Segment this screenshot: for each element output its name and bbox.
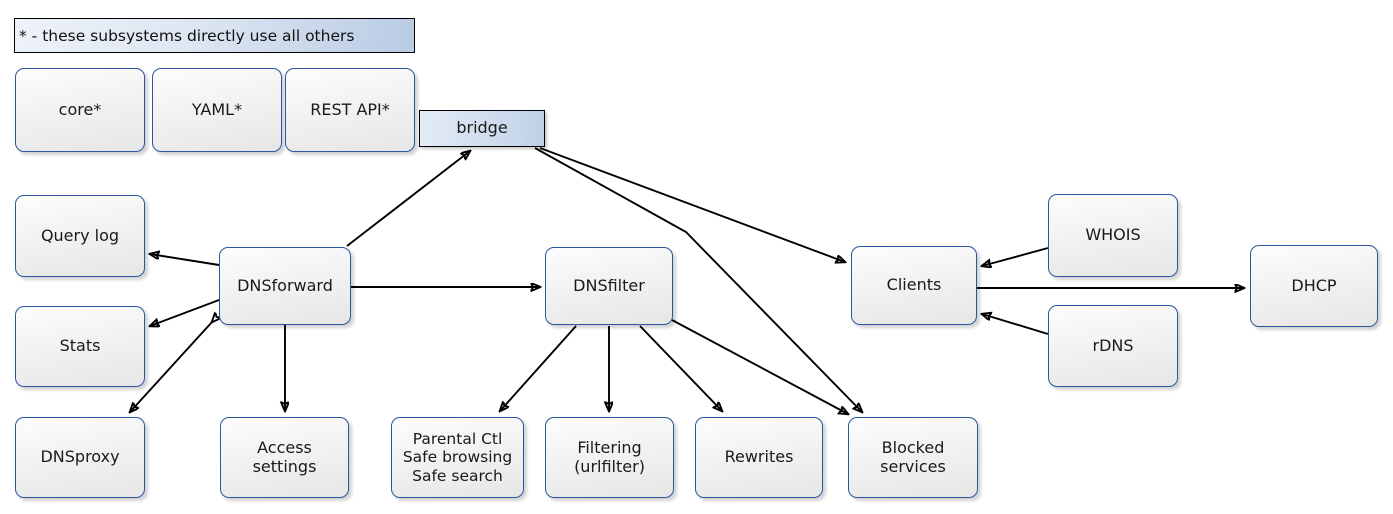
edge-rdns-clients <box>982 314 1049 335</box>
node-rest-api[interactable]: REST API* <box>285 68 415 152</box>
node-rdns[interactable]: rDNS <box>1048 305 1178 387</box>
edge-dnsfilter-rewrites <box>639 325 722 411</box>
edge-dnsforward-stats <box>150 299 220 326</box>
node-stats[interactable]: Stats <box>15 306 145 387</box>
node-dhcp[interactable]: DHCP <box>1250 245 1378 327</box>
node-access-settings[interactable]: Access settings <box>220 417 349 498</box>
node-blocked-services[interactable]: Blocked services <box>848 417 978 498</box>
node-core[interactable]: core* <box>15 68 145 152</box>
node-dnsfilter[interactable]: DNSfilter <box>545 247 673 325</box>
legend-text: * - these subsystems directly use all ot… <box>19 26 355 45</box>
node-rewrites[interactable]: Rewrites <box>695 417 823 498</box>
edge-dnsforward-query-log <box>150 254 220 266</box>
node-filtering-urlfilter[interactable]: Filtering (urlfilter) <box>545 417 674 498</box>
node-query-log[interactable]: Query log <box>15 195 145 277</box>
edge-whois-clients <box>982 247 1049 266</box>
node-dnsproxy[interactable]: DNSproxy <box>15 417 145 498</box>
node-dnsforward[interactable]: DNSforward <box>219 247 351 325</box>
edge-dnsforward-bridge <box>346 151 470 247</box>
node-bridge[interactable]: bridge <box>419 110 545 147</box>
legend-note: * - these subsystems directly use all ot… <box>14 18 415 53</box>
edge-bridge-clients <box>539 147 845 262</box>
edge-dnsfilter-parental <box>500 325 577 411</box>
node-clients[interactable]: Clients <box>851 246 977 325</box>
node-yaml[interactable]: YAML* <box>152 68 282 152</box>
node-parental-control[interactable]: Parental Ctl Safe browsing Safe search <box>391 417 524 498</box>
node-whois[interactable]: WHOIS <box>1048 194 1178 277</box>
edge-dnsfilter-blocked-services <box>671 319 848 414</box>
